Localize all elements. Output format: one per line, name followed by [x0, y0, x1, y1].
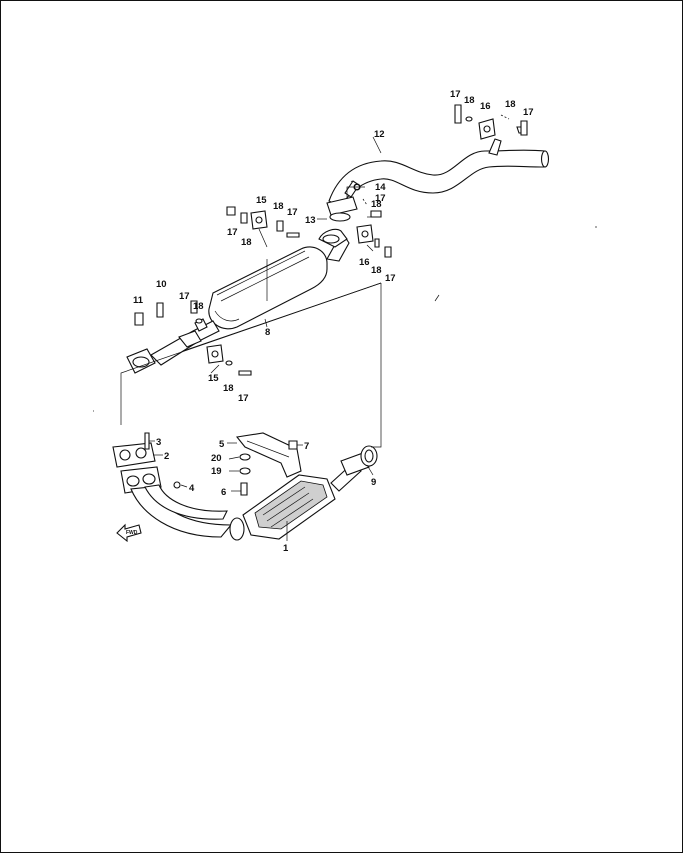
callout-17-h: 17 — [238, 393, 249, 404]
callout-16-side: 16 — [359, 257, 370, 268]
fwd-label: FWD — [126, 530, 138, 536]
callout-3: 3 — [156, 437, 161, 448]
front-direction-arrow: FWD — [116, 523, 142, 543]
stray-marks — [93, 226, 597, 412]
tail-pipe — [328, 138, 550, 208]
callout-11: 11 — [133, 295, 144, 306]
gasket-9 — [360, 445, 378, 467]
callout-18-h: 18 — [223, 383, 234, 394]
callout-17-e: 17 — [375, 193, 386, 204]
callout-15-top: 15 — [256, 195, 267, 206]
callout-6: 6 — [221, 487, 226, 498]
callout-12: 12 — [374, 129, 385, 140]
callout-15-bottom: 15 — [208, 373, 219, 384]
callout-14: 14 — [375, 182, 386, 193]
callout-20: 20 — [211, 453, 222, 464]
callout-17-g: 17 — [179, 291, 190, 302]
callout-17-f: 17 — [385, 273, 396, 284]
callout-13: 13 — [305, 215, 316, 226]
callout-1: 1 — [283, 543, 289, 554]
callouts: 1 2 3 4 5 6 7 8 9 10 11 12 13 14 15 15 1… — [133, 89, 534, 554]
callout-10: 10 — [156, 279, 167, 290]
callout-18-a: 18 — [464, 95, 475, 106]
callout-5: 5 — [219, 439, 225, 450]
callout-17-b: 17 — [523, 107, 534, 118]
callout-18-e: 18 — [371, 199, 382, 210]
callout-9: 9 — [371, 477, 376, 488]
leader-lines — [120, 114, 510, 541]
callout-17-c: 17 — [227, 227, 238, 238]
exhaust-front-pipe — [120, 466, 245, 541]
rubber-hanger-15-top — [250, 210, 268, 248]
callout-4: 4 — [189, 483, 195, 494]
callout-18-b: 18 — [505, 99, 516, 110]
callout-18-c: 18 — [241, 237, 252, 248]
callout-18-g: 18 — [193, 301, 204, 312]
callout-19: 19 — [211, 466, 222, 477]
callout-18-f: 18 — [371, 265, 382, 276]
callout-18-d: 18 — [273, 201, 284, 212]
callout-17-a: 17 — [450, 89, 461, 100]
callout-8: 8 — [265, 327, 270, 338]
fasteners — [134, 104, 528, 496]
rubber-hanger-15-bottom — [206, 344, 224, 364]
callout-16-top: 16 — [480, 101, 491, 112]
catalytic-converter — [242, 452, 370, 540]
heat-shield — [235, 432, 302, 478]
rubber-hanger-16-side — [356, 224, 374, 244]
rubber-hanger-16-top — [478, 118, 496, 140]
muffler — [208, 228, 350, 330]
callout-7: 7 — [304, 441, 309, 452]
callout-2: 2 — [164, 451, 169, 462]
callout-17-d: 17 — [287, 207, 298, 218]
muffler-front-pipe — [126, 318, 220, 374]
